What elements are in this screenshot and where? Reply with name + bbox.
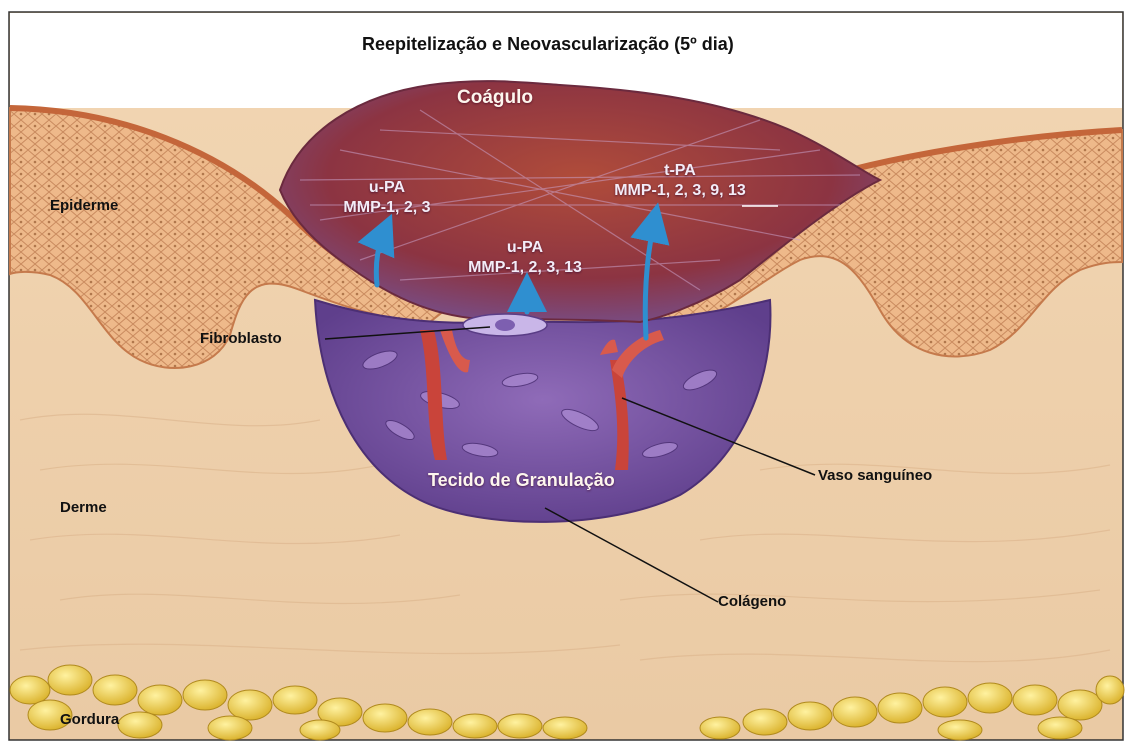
label-clot: Coágulo bbox=[457, 88, 533, 107]
enzymes-center: u-PA MMP-1, 2, 3, 13 bbox=[440, 238, 610, 278]
enzymes-left-mmps: MMP-1, 2, 3 bbox=[322, 198, 452, 218]
enzymes-right: t-PA MMP-1, 2, 3, 9, 13 bbox=[580, 161, 780, 201]
label-epidermis: Epiderme bbox=[50, 198, 118, 213]
enzymes-right-mmps: MMP-1, 2, 3, 9, 13 bbox=[580, 181, 780, 201]
enzymes-center-mmps: MMP-1, 2, 3, 13 bbox=[440, 258, 610, 278]
enzymes-right-activator: t-PA bbox=[580, 161, 780, 181]
label-fat: Gordura bbox=[60, 712, 119, 727]
label-vessel: Vaso sanguíneo bbox=[818, 468, 932, 483]
enzymes-center-activator: u-PA bbox=[440, 238, 610, 258]
enzymes-left-activator: u-PA bbox=[322, 178, 452, 198]
enzymes-left: u-PA MMP-1, 2, 3 bbox=[322, 178, 452, 218]
label-dermis: Derme bbox=[60, 500, 107, 515]
label-granulation: Tecido de Granulação bbox=[428, 471, 615, 489]
diagram-title: Reepitelização e Neovascularização (5º d… bbox=[362, 35, 734, 53]
label-collagen: Colágeno bbox=[718, 594, 786, 609]
label-fibroblast: Fibroblasto bbox=[200, 331, 282, 346]
